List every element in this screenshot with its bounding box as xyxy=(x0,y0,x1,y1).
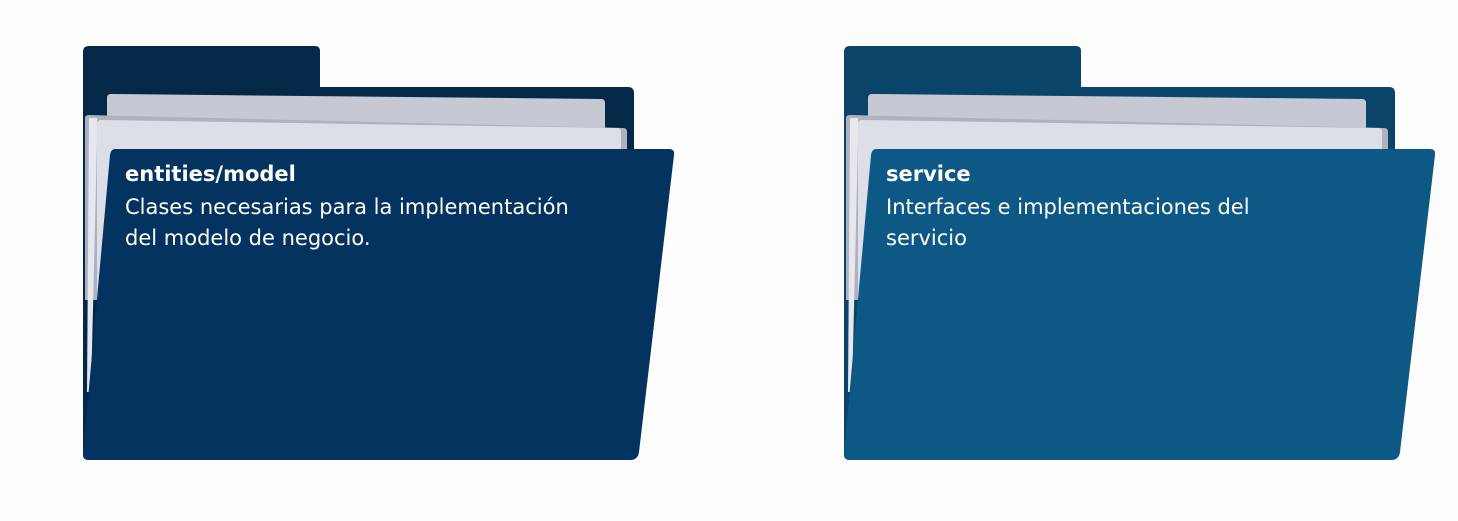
folder-entities-model: entities/model Clases necesarias para la… xyxy=(83,0,703,521)
folder-front xyxy=(83,149,675,460)
folder-description: Clases necesarias para la implementación… xyxy=(125,195,569,250)
folder-icon xyxy=(83,46,675,460)
folder-description: Interfaces e implementaciones del servic… xyxy=(886,195,1250,250)
paper-near xyxy=(848,118,858,392)
folder-title: entities/model xyxy=(125,162,296,186)
folder-service: service Interfaces e implementaciones de… xyxy=(844,0,1458,521)
folder-icon xyxy=(844,46,1436,460)
folder-title: service xyxy=(886,162,971,186)
folder-label: service Interfaces e implementaciones de… xyxy=(886,160,1406,254)
folder-front xyxy=(844,149,1436,460)
paper-near xyxy=(87,118,97,392)
folder-label: entities/model Clases necesarias para la… xyxy=(125,160,645,254)
